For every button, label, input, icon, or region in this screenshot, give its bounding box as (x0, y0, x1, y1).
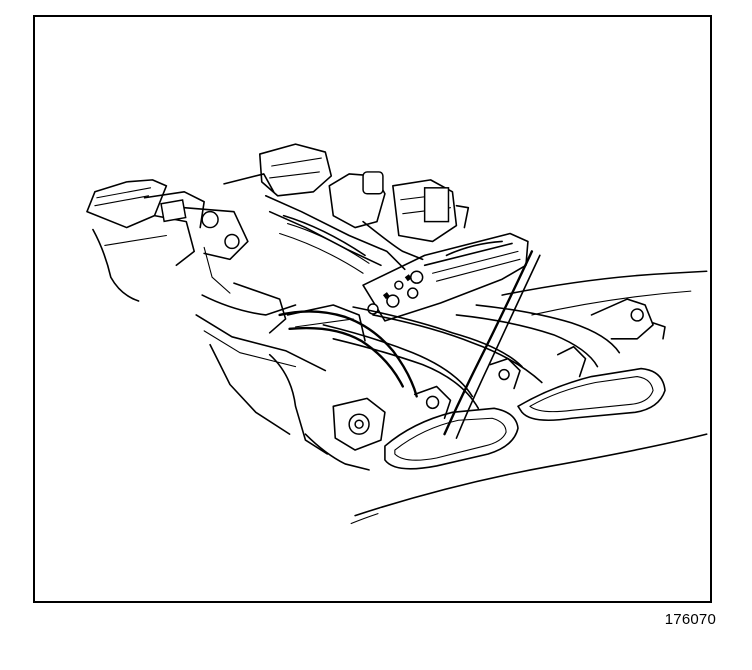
right-exhaust-manifold (384, 298, 666, 470)
left-component-cluster (86, 179, 249, 302)
engine-line-drawing (86, 143, 708, 525)
lower-accessories (304, 345, 587, 471)
illustration-frame (33, 15, 712, 603)
spark-plug-wires (278, 250, 621, 439)
figure-number: 176070 (664, 611, 716, 628)
intake-manifold (223, 143, 406, 274)
left-cylinder-bank (195, 282, 366, 455)
fender-outline (350, 270, 708, 525)
throttle-body-housing (328, 171, 470, 261)
